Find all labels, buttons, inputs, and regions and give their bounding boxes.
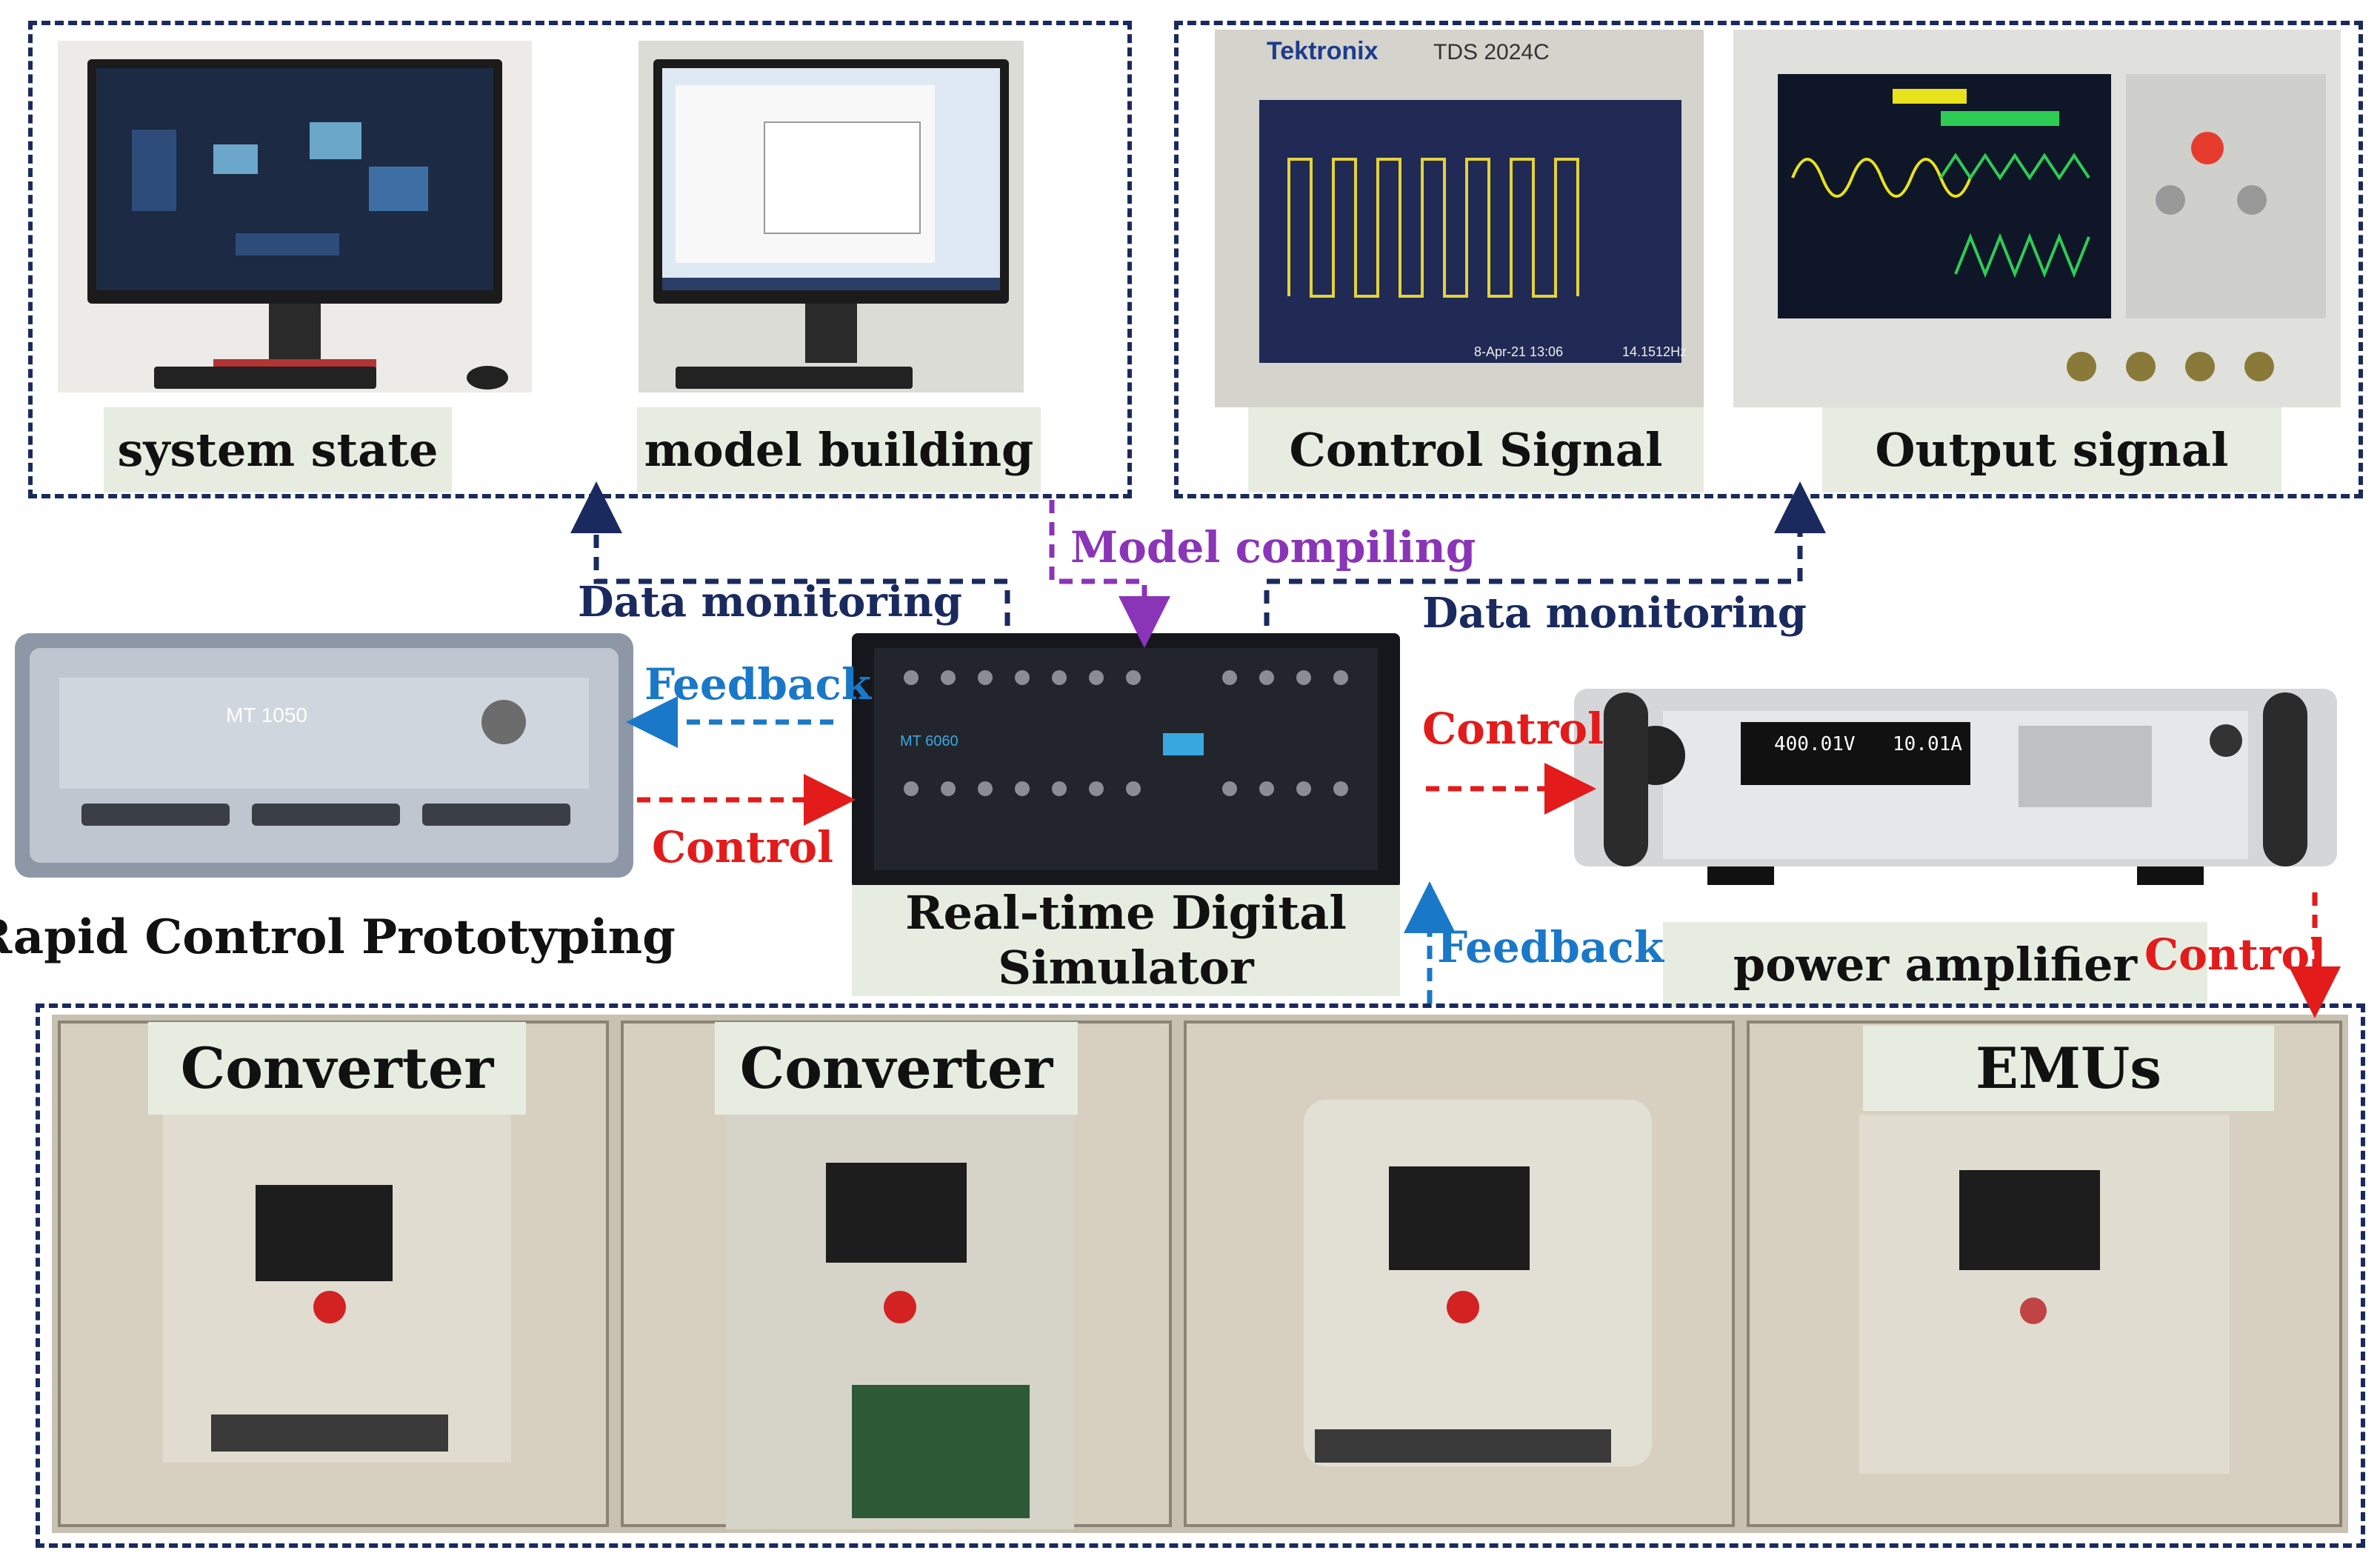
data-monitoring-right-label: Data monitoring bbox=[1422, 589, 1807, 638]
arrow-data-monitoring-left bbox=[570, 481, 1010, 626]
arrow-data-monitoring-right bbox=[1264, 481, 1826, 626]
model-building-caption: model building bbox=[637, 407, 1041, 492]
amplifier-current-readout: 10.01A bbox=[1893, 733, 1962, 755]
output-signal-scope-photo bbox=[1733, 30, 2341, 407]
oscilloscope-illustration bbox=[1215, 30, 1704, 407]
data-monitoring-left-label: Data monitoring bbox=[578, 578, 962, 627]
monitor-illustration bbox=[58, 41, 532, 393]
simulator-caption-line2: Simulator bbox=[998, 941, 1254, 995]
control-bottom-label: Control bbox=[2144, 929, 2327, 980]
amplifier-voltage-readout: 400.01V bbox=[1774, 733, 1856, 755]
feedback-rcp-label: Feedback bbox=[644, 659, 872, 709]
scope-brand-label: Tektronix bbox=[1267, 37, 1379, 65]
output-signal-caption: Output signal bbox=[1822, 407, 2281, 492]
amplifier-device-photo bbox=[1574, 681, 2337, 889]
system-state-caption: system state bbox=[104, 407, 452, 492]
oscilloscope-illustration bbox=[1733, 30, 2341, 407]
bottom-panel bbox=[36, 1003, 2365, 1548]
monitor-illustration bbox=[639, 41, 1024, 393]
simulator-caption: Real-time Digital Simulator bbox=[852, 885, 1400, 996]
simulator-device-illustration bbox=[852, 633, 1400, 889]
cabinet-1-caption: Converter bbox=[148, 1022, 526, 1115]
feedback-bottom-label: Feedback bbox=[1437, 922, 1664, 972]
model-compiling-label: Model compiling bbox=[1070, 522, 1476, 572]
control-amp-label: Control bbox=[1422, 704, 1604, 754]
scope-model-label: TDS 2024C bbox=[1433, 40, 1550, 64]
amplifier-caption: power amplifier bbox=[1663, 922, 2207, 1007]
cabinet-2-caption: Converter bbox=[715, 1022, 1078, 1115]
system-state-photo bbox=[58, 41, 532, 393]
rcp-device-illustration bbox=[15, 633, 633, 878]
control-signal-caption: Control Signal bbox=[1248, 407, 1704, 492]
control-rcp-label: Control bbox=[652, 822, 834, 872]
scope-date-label: 8-Apr-21 13:06 bbox=[1474, 344, 1564, 359]
simulator-caption-line1: Real-time Digital bbox=[905, 885, 1347, 940]
rcp-caption: Rapid Control Prototyping bbox=[0, 885, 676, 989]
amplifier-device-illustration bbox=[1574, 689, 2337, 885]
simulator-device-photo bbox=[852, 633, 1400, 889]
top-right-panel bbox=[1174, 21, 2363, 498]
model-building-photo bbox=[639, 41, 1024, 393]
simulator-model-label: MT 6060 bbox=[900, 733, 959, 749]
scope-freq-label: 14.1512Hz bbox=[1622, 344, 1687, 359]
rcp-device-photo bbox=[15, 633, 633, 878]
control-signal-scope-photo bbox=[1215, 30, 1704, 407]
rcp-model-label: MT 1050 bbox=[226, 704, 307, 727]
cabinet-4-caption: EMUs bbox=[1863, 1026, 2274, 1111]
